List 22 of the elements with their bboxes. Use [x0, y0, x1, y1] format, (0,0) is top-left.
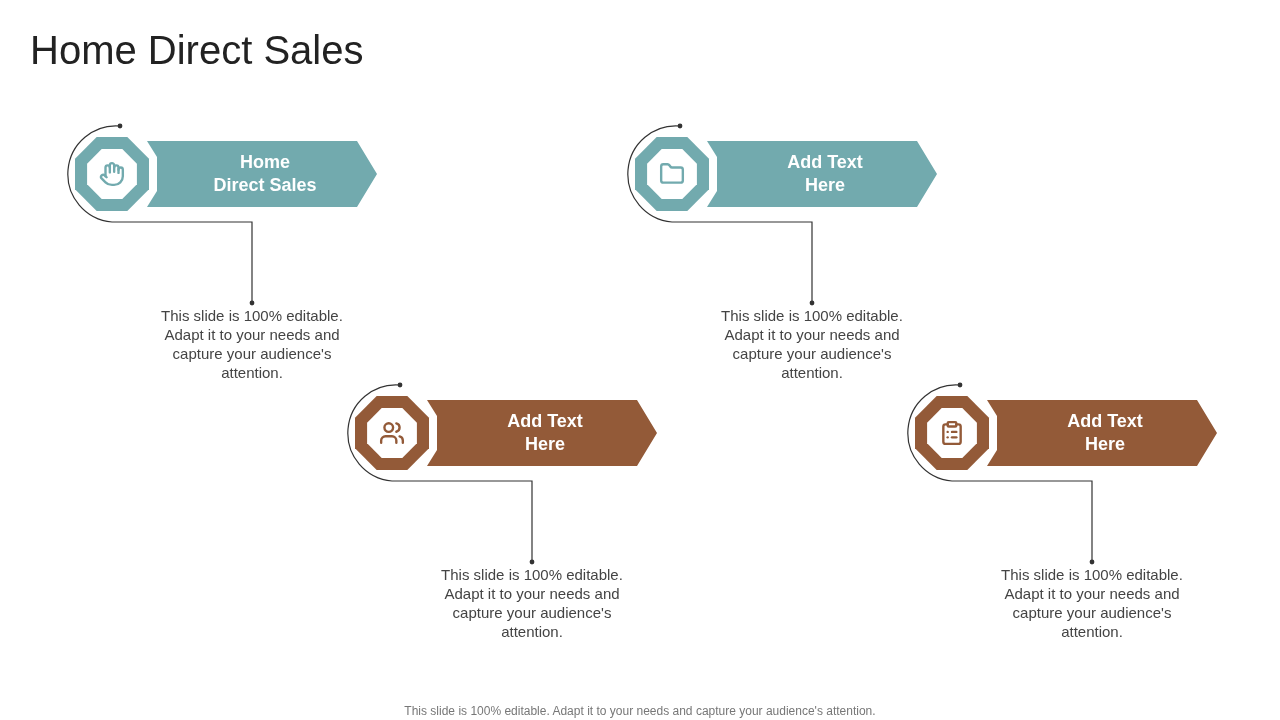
description-text: This slide is 100% editable. Adapt it to your needs and capture your audience's attention. — [717, 306, 907, 382]
chevron-banner — [427, 400, 657, 466]
banner-title: Add Text Here — [1066, 410, 1144, 456]
chevron-banner — [147, 141, 377, 207]
octagon-badge — [913, 394, 991, 472]
slide-title: Home Direct Sales — [30, 28, 364, 73]
description-text: This slide is 100% editable. Adapt it to your needs and capture your audience's attention. — [437, 565, 627, 641]
connector-line — [347, 382, 535, 565]
octagon-badge — [633, 135, 711, 213]
banner-title: Add Text Here — [506, 410, 584, 456]
connector-line — [627, 123, 815, 306]
banner-title: Add Text Here — [786, 151, 864, 197]
banner-title: Home Direct Sales — [212, 151, 318, 197]
chevron-banner — [707, 141, 937, 207]
octagon-badge — [73, 135, 151, 213]
description-text: This slide is 100% editable. Adapt it to your needs and capture your audience's attention. — [157, 306, 347, 382]
footer-note: This slide is 100% editable. Adapt it to your needs and capture your audience's attention. — [404, 704, 876, 718]
connector-line — [67, 123, 255, 306]
connector-line — [907, 382, 1095, 565]
description-text: This slide is 100% editable. Adapt it to your needs and capture your audience's attention. — [997, 565, 1187, 641]
chevron-banner — [987, 400, 1217, 466]
octagon-badge — [353, 394, 431, 472]
